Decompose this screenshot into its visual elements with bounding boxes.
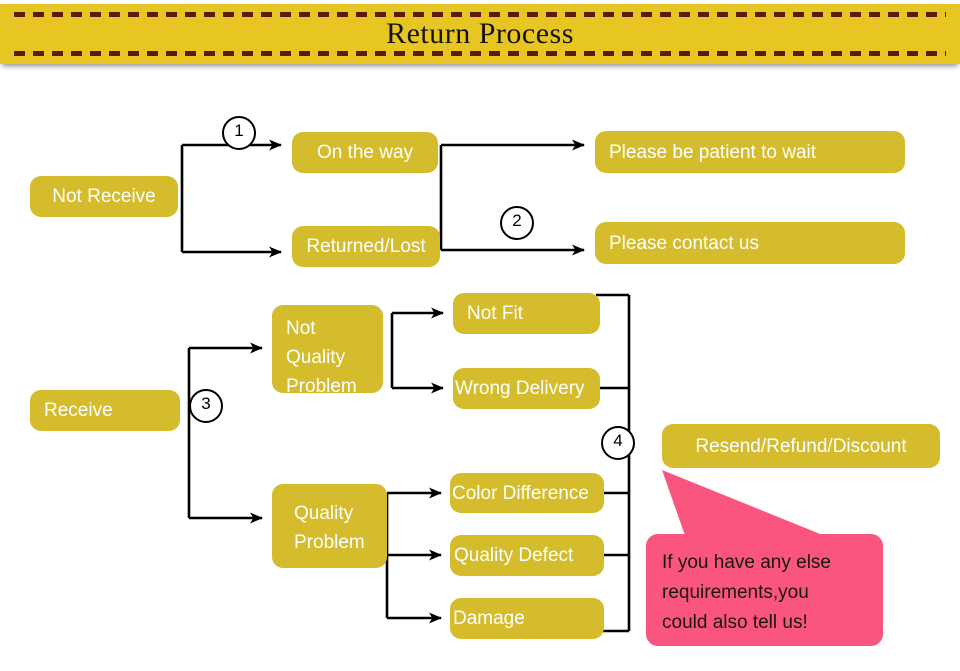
node-please-contact-us[interactable]: Please contact us [595,222,905,264]
node-on-the-way[interactable]: On the way [292,132,438,173]
node-quality-defect[interactable]: Quality Defect [450,535,604,576]
header-dashed-rule-bottom [14,51,946,56]
node-receive[interactable]: Receive [30,390,180,431]
header-banner: Return Process [0,4,960,64]
callout-bubble: If you have any else requirements,you co… [646,534,883,646]
step-marker-4: 4 [601,426,635,460]
header-dashed-rule-top [14,12,946,17]
node-not-fit[interactable]: Not Fit [453,293,600,334]
node-not-quality-problem[interactable]: Not Quality Problem [272,305,383,397]
node-line: Problem [294,532,365,553]
page-title: Return Process [386,17,574,50]
callout-line: could also tell us! [662,612,808,633]
node-please-be-patient-to-wait[interactable]: Please be patient to wait [595,131,905,173]
node-line: Not [286,318,316,339]
callout-line: requirements,you [662,582,809,603]
step-marker-1: 1 [222,116,256,150]
step-marker-2: 2 [500,206,534,240]
step-marker-3: 3 [189,389,223,423]
callout-line: If you have any else [662,552,831,573]
node-line: Problem [286,376,357,397]
node-quality-problem[interactable]: Quality Problem [272,484,387,568]
node-line: Quality [294,503,354,524]
node-wrong-delivery[interactable]: Wrong Delivery [453,368,600,409]
node-line: Quality [286,347,346,368]
node-resend-refund-discount[interactable]: Resend/Refund/Discount [662,424,940,468]
node-damage[interactable]: Damage [450,598,604,639]
node-color-difference[interactable]: Color Difference [450,473,604,513]
node-returned-lost[interactable]: Returned/Lost [292,226,440,267]
node-not-receive[interactable]: Not Receive [30,176,178,217]
